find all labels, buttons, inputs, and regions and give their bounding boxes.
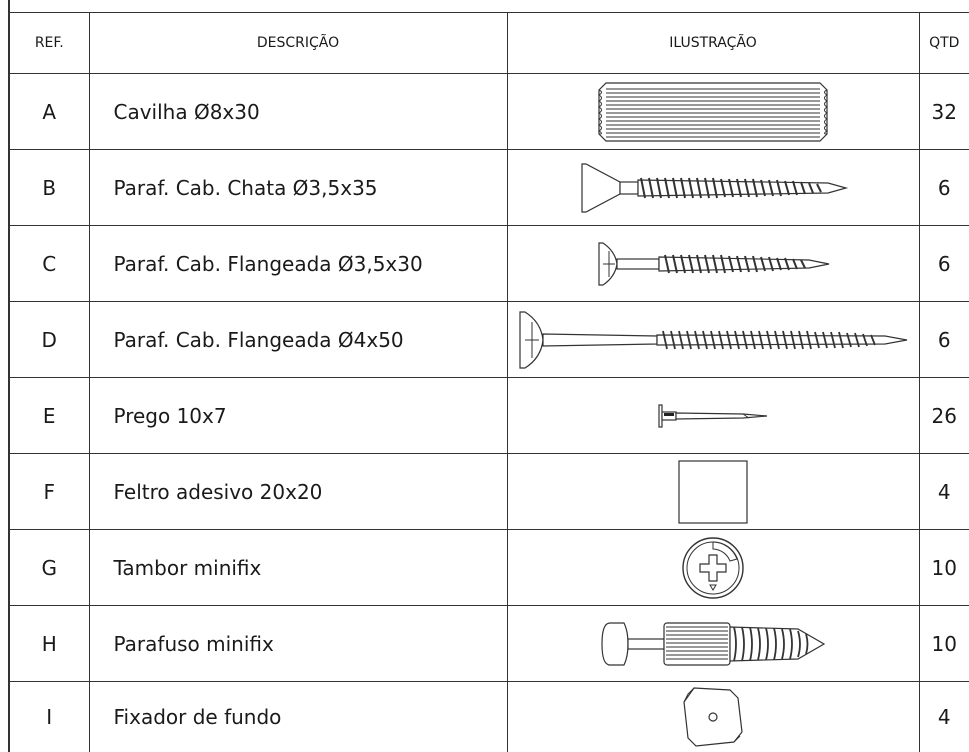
row-ref: E xyxy=(9,378,89,454)
row-description: Cavilha Ø8x30 xyxy=(89,74,507,150)
nail-icon xyxy=(657,401,769,431)
row-description: Fixador de fundo xyxy=(89,682,507,752)
back-panel-clip-icon xyxy=(680,684,746,750)
row-ref: D xyxy=(9,302,89,378)
table-row: I Fixador de fundo 4 xyxy=(9,682,969,752)
table-row: B Paraf. Cab. Chata Ø3,5x35 xyxy=(9,150,969,226)
row-illustration xyxy=(507,454,919,530)
row-ref: B xyxy=(9,150,89,226)
minifix-cam-icon xyxy=(680,535,746,601)
row-ref: H xyxy=(9,606,89,682)
row-qty: 32 xyxy=(919,74,969,150)
row-illustration xyxy=(507,226,919,302)
row-description: Tambor minifix xyxy=(89,530,507,606)
row-qty: 26 xyxy=(919,378,969,454)
row-qty: 6 xyxy=(919,302,969,378)
row-qty: 10 xyxy=(919,530,969,606)
row-qty: 4 xyxy=(919,454,969,530)
row-illustration xyxy=(507,150,919,226)
row-ref: I xyxy=(9,682,89,752)
table-row: G Tambor minifix 10 xyxy=(9,530,969,606)
row-qty: 4 xyxy=(919,682,969,752)
row-illustration xyxy=(507,682,919,752)
hardware-parts-list: REF. DESCRIÇÃO ILUSTRAÇÃO QTD A Cavilha … xyxy=(8,12,969,752)
row-illustration xyxy=(507,74,919,150)
header-ref: REF. xyxy=(9,13,89,74)
row-illustration xyxy=(507,302,919,378)
row-ref: A xyxy=(9,74,89,150)
table-row: A Cavilha Ø8x30 xyxy=(9,74,969,150)
row-description: Prego 10x7 xyxy=(89,378,507,454)
table-row: C Paraf. Cab. Flangeada Ø3,5x30 xyxy=(9,226,969,302)
row-illustration xyxy=(507,530,919,606)
minifix-bolt-icon xyxy=(598,613,828,675)
flange-head-screw-long-icon xyxy=(517,308,909,372)
row-description: Parafuso minifix xyxy=(89,606,507,682)
row-description: Paraf. Cab. Flangeada Ø3,5x30 xyxy=(89,226,507,302)
row-ref: F xyxy=(9,454,89,530)
row-qty: 10 xyxy=(919,606,969,682)
row-illustration xyxy=(507,606,919,682)
flange-head-screw-short-icon xyxy=(595,239,831,289)
wooden-dowel-icon xyxy=(596,80,830,144)
row-description: Paraf. Cab. Flangeada Ø4x50 xyxy=(89,302,507,378)
table-row: F Feltro adesivo 20x20 4 xyxy=(9,454,969,530)
table-row: H Parafuso minifix xyxy=(9,606,969,682)
row-description: Paraf. Cab. Chata Ø3,5x35 xyxy=(89,150,507,226)
parts-table: REF. DESCRIÇÃO ILUSTRAÇÃO QTD A Cavilha … xyxy=(8,12,969,752)
felt-pad-icon xyxy=(677,459,749,525)
row-ref: G xyxy=(9,530,89,606)
table-row: D Paraf. Cab. Flangeada Ø4x50 xyxy=(9,302,969,378)
flat-head-screw-icon xyxy=(578,158,848,218)
row-ref: C xyxy=(9,226,89,302)
header-qty: QTD xyxy=(919,13,969,74)
row-description: Feltro adesivo 20x20 xyxy=(89,454,507,530)
header-description: DESCRIÇÃO xyxy=(89,13,507,74)
table-top-edge xyxy=(8,0,10,12)
row-qty: 6 xyxy=(919,150,969,226)
table-row: E Prego 10x7 26 xyxy=(9,378,969,454)
row-illustration xyxy=(507,378,919,454)
table-header-row: REF. DESCRIÇÃO ILUSTRAÇÃO QTD xyxy=(9,13,969,74)
row-qty: 6 xyxy=(919,226,969,302)
header-illustration: ILUSTRAÇÃO xyxy=(507,13,919,74)
